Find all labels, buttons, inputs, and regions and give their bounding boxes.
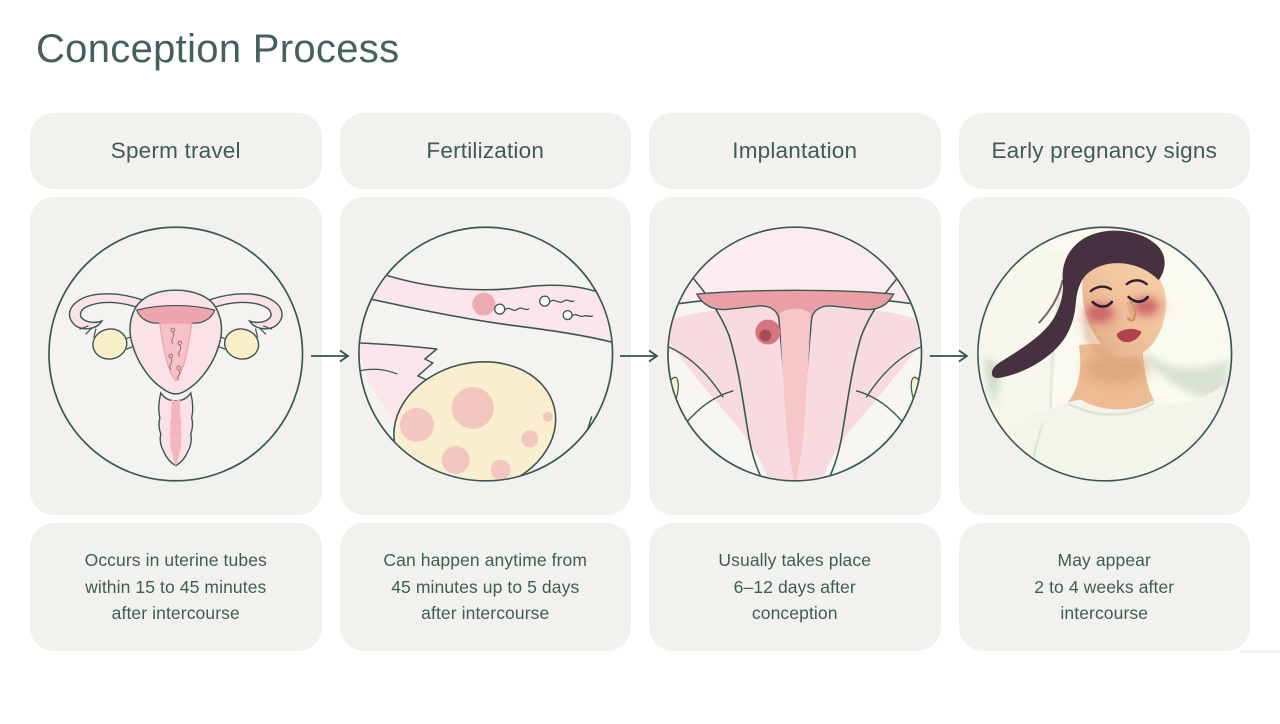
lips: [1116, 328, 1142, 343]
uterine-cavity-channel: [159, 322, 193, 382]
sperm-travel-description: Occurs in uterine tubes within 15 to 45 …: [30, 523, 322, 651]
fertilization-illustration-card: [339, 197, 659, 515]
fimbriae: [359, 343, 437, 425]
hair: [991, 230, 1165, 379]
arrow-right-icon: [929, 349, 969, 363]
ovary-follicles: [399, 386, 553, 480]
early-signs-illustration-card: [958, 197, 1250, 515]
stage-column-fertilization: Fertilization: [339, 113, 659, 651]
uterus-frontal-illustration: [48, 226, 304, 482]
implantation-description: Usually takes place 6–12 days after conc…: [649, 523, 941, 651]
stage-label-fertilization: Fertilization: [339, 113, 631, 189]
embryo: [755, 319, 781, 345]
closed-eyes: [1090, 295, 1149, 308]
vaginal-channel: [169, 397, 182, 467]
egg-cell: [471, 292, 495, 316]
early-signs-description: May appear 2 to 4 weeks after intercours…: [958, 523, 1250, 651]
stage-label-implantation: Implantation: [649, 113, 941, 189]
stage-column-early-signs: Early pregnancy signs: [958, 113, 1250, 651]
fallopian-tube-left: [68, 293, 144, 338]
stage-label-sperm-travel: Sperm travel: [30, 113, 322, 189]
arrow-right-icon: [620, 349, 659, 363]
clothing: [978, 385, 1228, 480]
implantation-illustration: [667, 226, 923, 482]
stage-column-implantation: Implantation: [649, 113, 969, 651]
uterine-cavity: [779, 308, 811, 480]
page-title: Conception Process: [36, 27, 400, 71]
tired-woman-illustration: [976, 226, 1232, 482]
sperm-cells: [493, 295, 593, 321]
stages-board: Sperm travel: [30, 113, 1250, 651]
ovary-right: [224, 328, 260, 360]
uterine-cavity-top: [136, 305, 216, 324]
sperm-travel-illustration-card: [30, 197, 350, 515]
implantation-illustration-card: [649, 197, 969, 515]
ovary-left: [92, 328, 128, 360]
fallopian-tube-right: [207, 293, 283, 338]
stage-column-sperm-travel: Sperm travel: [30, 113, 350, 651]
arrow-right-icon: [310, 349, 350, 363]
fertilization-description: Can happen anytime from 45 minutes up to…: [339, 523, 631, 651]
sperm-cells: [168, 327, 183, 381]
eyebrows: [1089, 279, 1148, 293]
fertilization-illustration: [357, 226, 613, 482]
stage-label-early-signs: Early pregnancy signs: [958, 113, 1250, 189]
decorative-edge-line: [1240, 650, 1280, 653]
nose: [1125, 300, 1136, 322]
